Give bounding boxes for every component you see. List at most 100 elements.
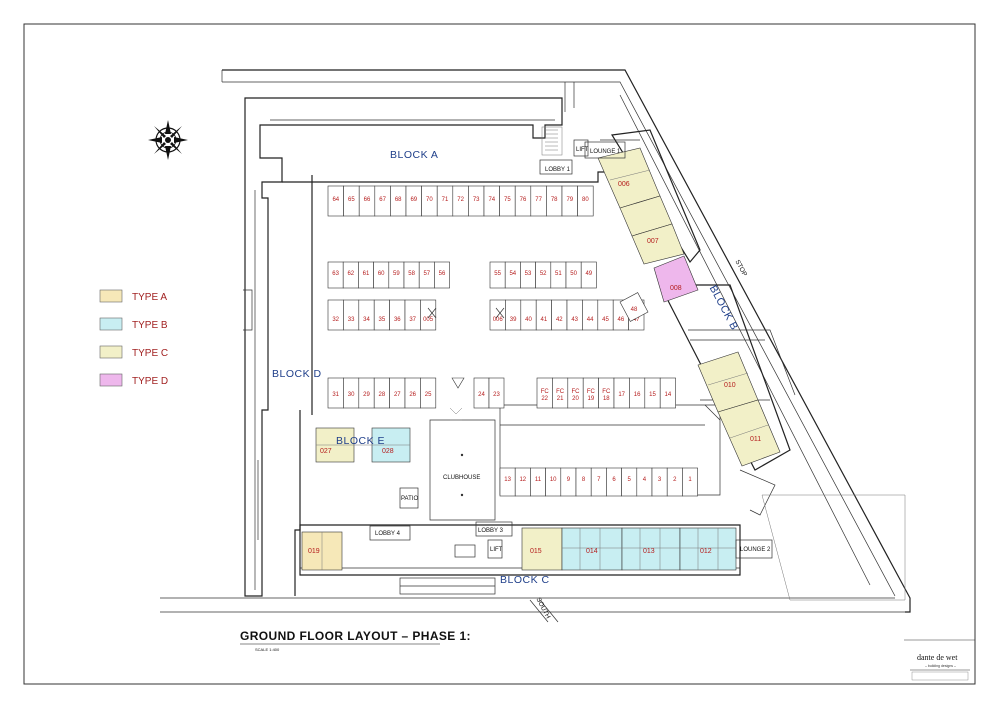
parking-bay-label: 68 [395, 197, 402, 203]
parking-bay-label: 78 [551, 197, 558, 203]
parking-bay-label: 34 [363, 317, 370, 323]
lobby-4-label: LOBBY 4 [375, 531, 401, 537]
lift-1-label: LIFT [576, 147, 589, 153]
unit-014-fill [561, 527, 623, 571]
unit-010-label: 010 [724, 382, 736, 389]
parking-bay-label: 54 [509, 271, 516, 277]
parking-bay [489, 299, 506, 331]
unit-012-fill [679, 527, 737, 571]
brand-name: dante de wet [917, 653, 958, 662]
parking-bay-label: 005 [423, 317, 434, 323]
parking-bay-label: 17 [618, 392, 625, 398]
parking-bay [551, 299, 568, 331]
parking-bay-label: 69 [410, 197, 417, 203]
parking-bay-label: 43 [571, 317, 578, 323]
parking-bay-label: 11 [535, 477, 542, 483]
parking-bay-label: FC [602, 389, 611, 395]
parking-bay-label: 66 [364, 197, 371, 203]
parking-bay-label: 14 [665, 392, 672, 398]
parking-bay-label: 51 [555, 271, 562, 277]
parking-bay-label: 41 [541, 317, 548, 323]
parking-bay [358, 299, 375, 331]
parking-bay-label: 27 [394, 392, 401, 398]
building-outline [243, 97, 612, 597]
parking-bay-label: 5 [628, 477, 632, 483]
parking-bay-label: 77 [535, 197, 542, 203]
parking-bay-label: 28 [379, 392, 386, 398]
parking-bay-label: 75 [504, 197, 511, 203]
room-labels: LOBBY 1 LOBBY 3 LOBBY 4 LOUNGE 1 LOUNGE … [375, 147, 771, 553]
parking-bay-label: 46 [618, 317, 625, 323]
parking-bay-label: 39 [510, 317, 517, 323]
parking-bay-label: 12 [519, 477, 526, 483]
parking-bay [682, 467, 698, 497]
unit-008-fill [653, 255, 699, 303]
parking-bay [488, 377, 505, 409]
legend-swatch-type-b [99, 317, 123, 331]
unit-007-label: 007 [647, 238, 659, 245]
parking-bay-label: 52 [540, 271, 547, 277]
parking-bay-label: 72 [457, 197, 464, 203]
unit-028-label: 028 [382, 448, 394, 455]
parking-bay-label: 15 [649, 392, 656, 398]
parking-bay-label: 10 [550, 477, 557, 483]
parking-bay-label: 56 [439, 271, 446, 277]
unit-labels: 006 007 008 010 011 012 013 014 015 019 … [308, 181, 761, 555]
parking-bay-label: 4 [643, 477, 647, 483]
parking-bay-label: 16 [634, 392, 641, 398]
legend-swatch-type-a [99, 289, 123, 303]
compass-rose [148, 120, 188, 160]
parking-bay-label: FC [541, 389, 550, 395]
parking-bay-label: 42 [556, 317, 563, 323]
parking-bay-label: 74 [488, 197, 495, 203]
parking-bay-label: 60 [378, 271, 385, 277]
block-c-label: BLOCK C [500, 574, 550, 586]
parking-bay-label: 22 [541, 396, 548, 402]
unit-008-label: 008 [670, 285, 682, 292]
unit-011-label: 011 [750, 436, 761, 443]
units [301, 147, 781, 571]
parking-bay-48-label: 48 [631, 307, 638, 313]
parking-bay [597, 299, 614, 331]
parking-bay-label: 9 [567, 477, 571, 483]
parking-bay-label: 36 [394, 317, 401, 323]
parking-bay-label: 25 [425, 392, 432, 398]
unit-015-fill [521, 527, 563, 571]
parking-bay-label: 35 [379, 317, 386, 323]
lounge-1-label: LOUNGE 1 [590, 149, 621, 155]
driveway-arrow [451, 377, 465, 389]
parking-bay-label: 23 [493, 392, 500, 398]
parking-bay [520, 299, 537, 331]
parking-bay-label: FC [587, 389, 596, 395]
drawing-scale: SCALE 1:400 [255, 647, 280, 652]
parking-bay-label: 50 [570, 271, 577, 277]
legend-label-type-c: TYPE C [132, 348, 168, 359]
parking-bay [659, 377, 676, 409]
legend-swatch-type-d [99, 373, 123, 387]
parking-bay-label: 61 [363, 271, 370, 277]
parking-bay-label: 20 [572, 396, 579, 402]
parking-bay-label: 71 [442, 197, 449, 203]
parking-bay-label: 33 [348, 317, 355, 323]
parking-bay [373, 299, 390, 331]
unit-011-fill [717, 399, 781, 467]
parking-bay-label: 29 [363, 392, 370, 398]
parking-bay-label: 7 [597, 477, 601, 483]
parking-bay-label: 47 [633, 317, 640, 323]
parking-bay [577, 185, 594, 217]
parking-bay-label: 65 [348, 197, 355, 203]
lounge-2-label: LOUNGE 2 [740, 547, 771, 553]
legend: TYPE A TYPE B TYPE C TYPE D [99, 289, 168, 387]
parking-bay-label: 44 [587, 317, 594, 323]
site-boundary [160, 69, 911, 623]
unit-012-label: 012 [700, 548, 712, 555]
parking-bay-label: 21 [557, 396, 564, 402]
parking-bay-label: 59 [393, 271, 400, 277]
drawing-title: GROUND FLOOR LAYOUT – PHASE 1: [240, 629, 471, 643]
block-b-label: BLOCK B [707, 283, 741, 332]
parking-bay-label: 18 [603, 396, 610, 402]
